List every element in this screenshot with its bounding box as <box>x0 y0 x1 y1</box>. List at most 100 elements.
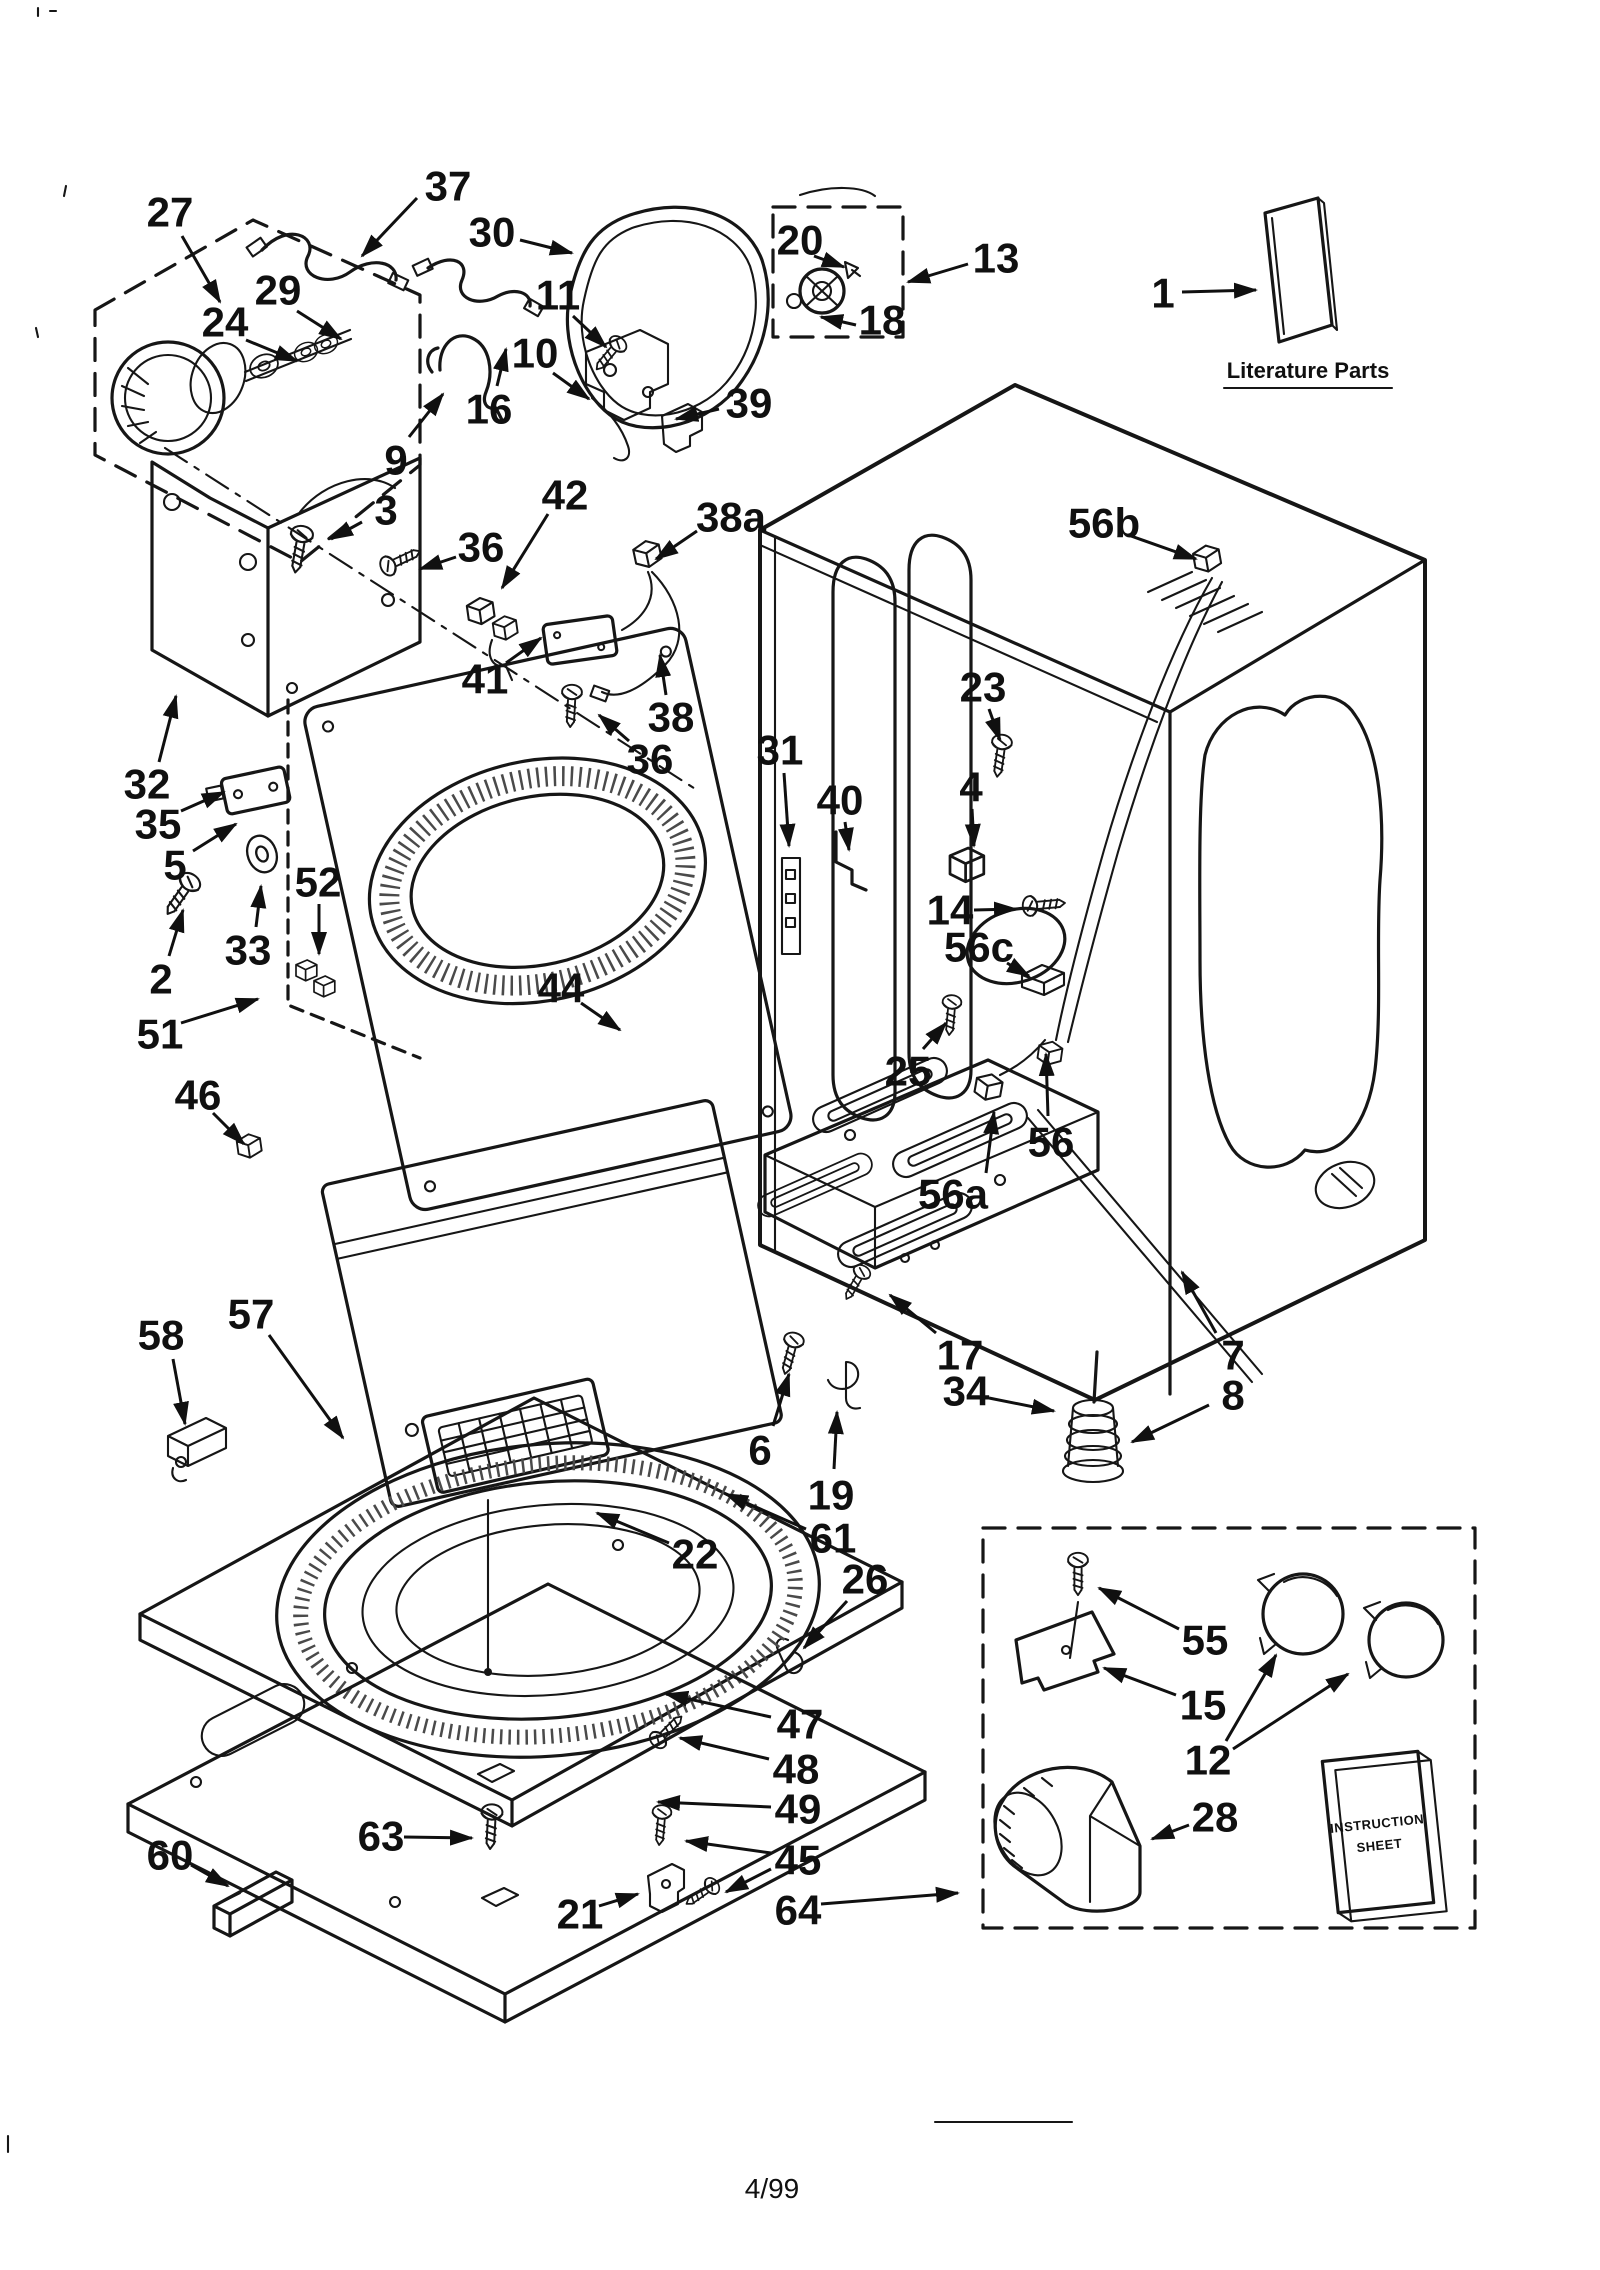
callout-36: 36 <box>458 524 505 571</box>
callout-35: 35 <box>135 801 182 848</box>
callout-arrow-29 <box>296 309 343 341</box>
idler-pulley <box>798 267 846 315</box>
callout-24: 24 <box>202 299 249 346</box>
callout-arrow-30 <box>519 238 574 256</box>
front-panel <box>303 626 793 1212</box>
scan-artifacts <box>6 6 68 2154</box>
screw-36 <box>376 541 425 579</box>
switch-parts <box>157 328 704 1161</box>
callout-4: 4 <box>959 764 983 811</box>
callout-arrow-6 <box>771 1372 791 1427</box>
callout-11: 11 <box>536 272 580 319</box>
hook-bracket-40 <box>834 830 868 892</box>
base-slot <box>200 1683 306 1757</box>
callout-arrow-11 <box>571 314 608 349</box>
callout-38a: 38a <box>696 494 767 541</box>
screw-36b <box>559 683 584 729</box>
callout-arrow-15 <box>1102 1666 1177 1697</box>
callout-arrow-12 <box>1232 1672 1350 1751</box>
callout-38: 38 <box>648 694 695 741</box>
callout-arrow-35 <box>180 790 226 813</box>
callout-arrow-24 <box>245 338 299 363</box>
callout-37: 37 <box>425 163 472 210</box>
screw-25 <box>938 993 963 1037</box>
callout-16: 16 <box>466 386 513 433</box>
callout-47: 47 <box>777 1701 824 1748</box>
callout-12: 12 <box>1185 1737 1232 1784</box>
cover-plate-15 <box>1014 1610 1116 1692</box>
callout-arrow-16 <box>493 347 509 387</box>
callout-arrow-3 <box>329 520 363 541</box>
callout-15: 15 <box>1180 1682 1227 1729</box>
callout-arrow-34 <box>988 1396 1056 1415</box>
instruction-sheet: INSTRUCTION SHEET <box>1320 1749 1448 1923</box>
screw-23 <box>986 732 1014 780</box>
callout-arrow-56b <box>1130 534 1198 561</box>
callout-arrow-23 <box>985 708 1002 742</box>
door-catch-strip <box>780 856 802 956</box>
connector-38a <box>630 537 664 571</box>
callout-arrow-36 <box>597 713 630 743</box>
callout-55: 55 <box>1182 1617 1229 1664</box>
callout-arrow-25 <box>921 1021 948 1050</box>
callout-7: 7 <box>1221 1332 1244 1379</box>
felt-drum-seal <box>275 1441 821 1759</box>
leveling-foot <box>1061 1350 1125 1484</box>
callout-arrow-31 <box>779 772 796 848</box>
callout-arrow-10 <box>552 371 591 401</box>
cabinet <box>753 383 1427 1484</box>
callout-arrow-13 <box>906 262 969 284</box>
callout-arrow-57 <box>267 1334 345 1440</box>
drive-motor <box>110 340 247 456</box>
screw-6 <box>774 1329 807 1378</box>
connector-56c <box>1020 963 1066 997</box>
callout-19: 19 <box>808 1472 855 1519</box>
screw-55 <box>1067 1551 1089 1597</box>
callout-arrow-64 <box>820 1886 960 1906</box>
callout-arrow-45 <box>684 1836 772 1855</box>
callout-arrow-22 <box>595 1511 670 1545</box>
idler-dashed-box <box>771 205 905 339</box>
callout-arrow-47 <box>664 1690 772 1719</box>
callout-46: 46 <box>175 1072 222 1119</box>
callout-arrow-19 <box>827 1410 844 1470</box>
callout-arrow-36 <box>418 554 457 571</box>
callout-3: 3 <box>374 487 397 534</box>
motor-shaft <box>243 328 353 384</box>
callout-21: 21 <box>557 1891 604 1938</box>
callout-5: 5 <box>163 842 186 889</box>
callout-28: 28 <box>1192 1794 1239 1841</box>
callout-14: 14 <box>927 887 974 934</box>
page-date: 4/99 <box>745 2173 800 2204</box>
idler-washer <box>785 292 803 310</box>
callout-56: 56 <box>1028 1119 1075 1166</box>
washer-33 <box>241 830 283 878</box>
callout-arrow-51 <box>180 997 260 1025</box>
callout-17: 17 <box>937 1332 984 1379</box>
callout-arrow-60 <box>190 1863 230 1888</box>
callout-arrow-39 <box>674 406 720 422</box>
callout-56a: 56a <box>918 1171 989 1218</box>
callout-30: 30 <box>469 209 516 256</box>
terminal-42 <box>464 595 497 627</box>
rear-bulkhead-slots <box>831 533 973 1122</box>
callout-56b: 56b <box>1068 500 1140 547</box>
callout-arrow-2 <box>167 908 185 957</box>
callout-48: 48 <box>773 1746 820 1793</box>
callout-61: 61 <box>810 1515 857 1562</box>
shaft-washer <box>245 348 283 384</box>
door-opening-inner <box>409 792 666 969</box>
callout-57: 57 <box>228 1291 275 1338</box>
bracket-10-11 <box>584 328 670 462</box>
harness-56b <box>1035 542 1224 1068</box>
callout-45: 45 <box>775 1837 822 1884</box>
wire-harness-37 <box>245 232 410 292</box>
base-floor <box>753 1052 1100 1273</box>
callout-20: 20 <box>777 217 824 264</box>
vent-louvers <box>1146 570 1264 634</box>
idler-pin <box>843 260 862 280</box>
clip-46 <box>235 1131 264 1161</box>
callout-34: 34 <box>943 1368 990 1415</box>
interior-parts <box>780 732 1264 1384</box>
literature-booklet <box>1263 196 1334 344</box>
